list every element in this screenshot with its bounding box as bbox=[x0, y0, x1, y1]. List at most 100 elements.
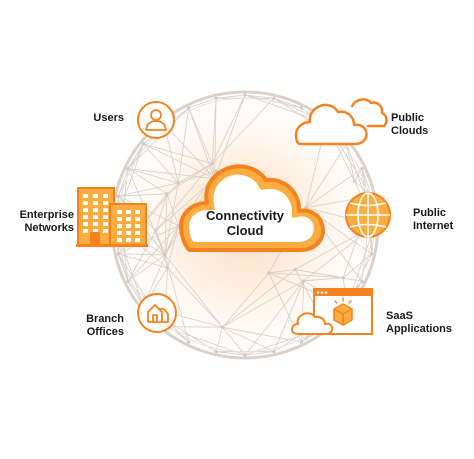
mesh-line bbox=[164, 254, 223, 328]
mesh-line bbox=[164, 225, 179, 255]
office-building-icon bbox=[76, 187, 148, 247]
mesh-line bbox=[127, 168, 179, 184]
mesh-line bbox=[211, 94, 246, 164]
mesh-node bbox=[220, 325, 225, 329]
mesh-node bbox=[141, 142, 145, 146]
mesh-line bbox=[222, 326, 302, 343]
mesh-line bbox=[166, 163, 213, 195]
building-window bbox=[83, 215, 88, 219]
mesh-node bbox=[116, 194, 120, 198]
mesh-line bbox=[163, 326, 223, 328]
building-window bbox=[103, 222, 108, 226]
mesh-node bbox=[187, 106, 191, 110]
building-window bbox=[126, 231, 131, 235]
box-icon bbox=[333, 303, 353, 326]
mesh-node bbox=[302, 279, 306, 283]
building-window bbox=[93, 222, 98, 226]
building-window bbox=[103, 215, 108, 219]
mesh-line bbox=[118, 253, 168, 269]
mesh-line bbox=[273, 280, 305, 352]
mesh-node bbox=[214, 350, 218, 354]
connectivity-cloud-label: Connectivity Cloud bbox=[176, 208, 314, 238]
building-window bbox=[93, 229, 98, 233]
user-icon bbox=[150, 109, 162, 121]
mesh-node bbox=[360, 279, 364, 283]
mesh-line bbox=[222, 280, 304, 328]
users-node bbox=[137, 101, 175, 139]
mesh-line bbox=[143, 143, 215, 180]
building-window bbox=[117, 210, 122, 214]
mesh-line bbox=[127, 230, 157, 282]
mesh-line bbox=[127, 254, 166, 282]
mesh-line bbox=[273, 97, 302, 109]
mesh-line bbox=[117, 253, 129, 282]
mesh-node bbox=[163, 253, 167, 257]
mesh-line bbox=[143, 143, 179, 184]
mesh-line bbox=[222, 326, 275, 353]
mesh-line bbox=[118, 195, 179, 226]
mesh-line bbox=[178, 170, 217, 184]
mesh-line bbox=[244, 280, 305, 356]
saas-applications-label: SaaS Applications bbox=[386, 310, 453, 335]
mesh-node bbox=[214, 96, 218, 100]
mesh-line bbox=[167, 225, 179, 269]
building-window bbox=[93, 208, 98, 212]
mesh-line bbox=[244, 351, 274, 356]
mesh-node bbox=[116, 252, 120, 256]
mesh-node bbox=[210, 162, 214, 166]
mesh-node bbox=[299, 340, 303, 344]
building-window bbox=[83, 208, 88, 212]
branch-office-icon bbox=[147, 304, 169, 323]
mesh-node bbox=[243, 93, 247, 97]
mesh-node bbox=[154, 228, 158, 232]
mesh-node bbox=[214, 169, 218, 173]
mesh-line bbox=[215, 327, 223, 352]
building-window bbox=[83, 194, 88, 198]
mesh-line bbox=[163, 123, 215, 179]
mesh-line bbox=[216, 94, 246, 99]
globe-icon bbox=[345, 192, 391, 238]
mesh-line bbox=[342, 253, 372, 279]
mesh-line bbox=[127, 143, 144, 169]
mesh-line bbox=[305, 143, 347, 208]
mesh-line bbox=[118, 193, 167, 197]
mesh-node bbox=[272, 96, 276, 100]
mesh-line bbox=[188, 107, 215, 179]
building-window bbox=[117, 217, 122, 221]
mesh-line bbox=[127, 168, 215, 180]
mesh-line bbox=[118, 225, 179, 255]
mesh-node bbox=[176, 181, 180, 185]
mesh-line bbox=[164, 182, 179, 255]
building-window bbox=[103, 194, 108, 198]
mesh-node bbox=[370, 252, 374, 256]
branch-node bbox=[137, 293, 177, 333]
building-window bbox=[135, 224, 140, 228]
mesh-node bbox=[187, 340, 191, 344]
mesh-node bbox=[352, 179, 356, 183]
mesh-node bbox=[360, 167, 364, 171]
mesh-line bbox=[155, 163, 213, 231]
mesh-line bbox=[188, 97, 217, 109]
mesh-node bbox=[272, 350, 276, 354]
mesh-line bbox=[222, 269, 296, 328]
building-window bbox=[135, 210, 140, 214]
mesh-line bbox=[268, 272, 344, 279]
mesh-line bbox=[211, 98, 275, 164]
mesh-node bbox=[304, 206, 308, 210]
building-window bbox=[93, 201, 98, 205]
mesh-line bbox=[143, 143, 213, 164]
building-window bbox=[83, 229, 88, 233]
branch-offices-label: Branch Offices bbox=[86, 313, 124, 338]
mesh-line bbox=[155, 230, 168, 269]
public-internet-label: Public Internet bbox=[413, 207, 454, 232]
mesh-node bbox=[341, 276, 345, 280]
building-window bbox=[103, 229, 108, 233]
connectivity-cloud-icon bbox=[178, 164, 325, 252]
building-window bbox=[117, 238, 122, 242]
mesh-node bbox=[126, 279, 130, 283]
building-window bbox=[103, 201, 108, 205]
mesh-node bbox=[267, 271, 271, 275]
mesh-line bbox=[244, 94, 274, 99]
saas-app-window-icon bbox=[291, 288, 373, 335]
mesh-line bbox=[167, 267, 223, 328]
